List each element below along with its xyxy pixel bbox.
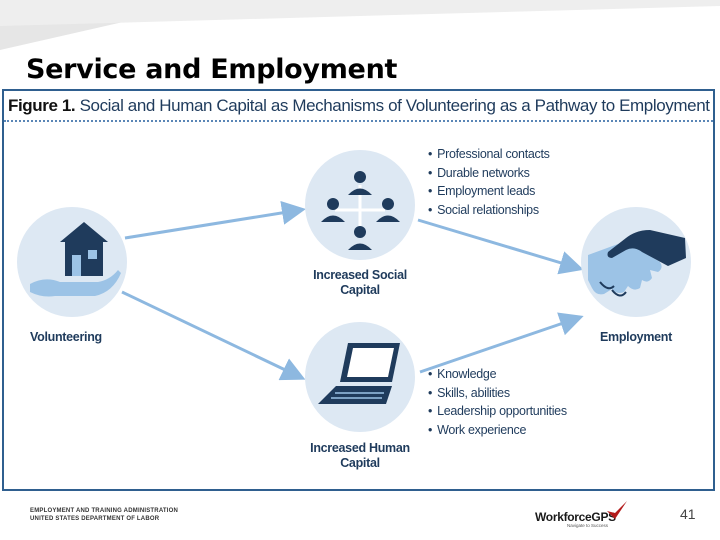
arrow-human-to-employment bbox=[419, 312, 584, 374]
agency-line2: UNITED STATES DEPARTMENT OF LABOR bbox=[30, 516, 160, 522]
house-in-hand-icon bbox=[30, 222, 121, 297]
workforcegps-logo: WorkforceGPS Navigate to Success bbox=[535, 499, 635, 531]
social-capital-label-line1: Increased Social bbox=[313, 268, 407, 282]
bullet-item: Professional contacts bbox=[428, 145, 550, 164]
volunteering-node bbox=[17, 207, 127, 317]
human-capital-node bbox=[305, 322, 415, 432]
figure-caption-text: Social and Human Capital as Mechanisms o… bbox=[79, 96, 710, 115]
corner-decoration bbox=[0, 0, 720, 50]
agency-name: EMPLOYMENT AND TRAINING ADMINISTRATION U… bbox=[30, 507, 178, 523]
figure-caption: Figure 1. Social and Human Capital as Me… bbox=[8, 96, 710, 116]
employment-label: Employment bbox=[599, 330, 672, 344]
bullet-item: Skills, abilities bbox=[428, 384, 567, 403]
bullet-item: Social relationships bbox=[428, 201, 550, 220]
arrow-social-to-employment bbox=[417, 218, 584, 275]
social-capital-label-line2: Capital bbox=[340, 283, 380, 297]
caption-divider bbox=[4, 120, 713, 122]
human-capital-label: Increased Human Capital bbox=[300, 441, 420, 471]
human-capital-bullets: Knowledge Skills, abilities Leadership o… bbox=[428, 365, 567, 439]
logo-subtext: Navigate to Success bbox=[567, 523, 609, 528]
people-network-icon bbox=[321, 171, 400, 250]
bullet-item: Knowledge bbox=[428, 365, 567, 384]
logo-text: WorkforceGPS bbox=[535, 510, 616, 524]
bullet-item: Work experience bbox=[428, 421, 567, 440]
social-capital-node bbox=[305, 150, 415, 260]
bullet-item: Durable networks bbox=[428, 164, 550, 183]
laptop-icon bbox=[318, 343, 400, 404]
bullet-item: Leadership opportunities bbox=[428, 402, 567, 421]
handshake-icon bbox=[588, 230, 686, 297]
figure-label: Figure 1. bbox=[8, 96, 76, 115]
slide-title: Service and Employment bbox=[26, 54, 398, 85]
human-capital-label-line1: Increased Human bbox=[310, 441, 410, 455]
employment-node bbox=[581, 207, 691, 317]
human-capital-label-line2: Capital bbox=[340, 456, 380, 470]
logo-check-icon bbox=[607, 501, 627, 519]
bullet-item: Employment leads bbox=[428, 182, 550, 201]
volunteering-label: Volunteering bbox=[30, 330, 102, 344]
arrow-volunteering-to-human bbox=[121, 290, 306, 381]
arrow-volunteering-to-social bbox=[124, 200, 306, 240]
agency-line1: EMPLOYMENT AND TRAINING ADMINISTRATION bbox=[30, 508, 179, 514]
social-capital-label: Increased Social Capital bbox=[300, 268, 420, 298]
social-capital-bullets: Professional contacts Durable networks E… bbox=[428, 145, 550, 219]
page-number: 41 bbox=[680, 506, 696, 522]
